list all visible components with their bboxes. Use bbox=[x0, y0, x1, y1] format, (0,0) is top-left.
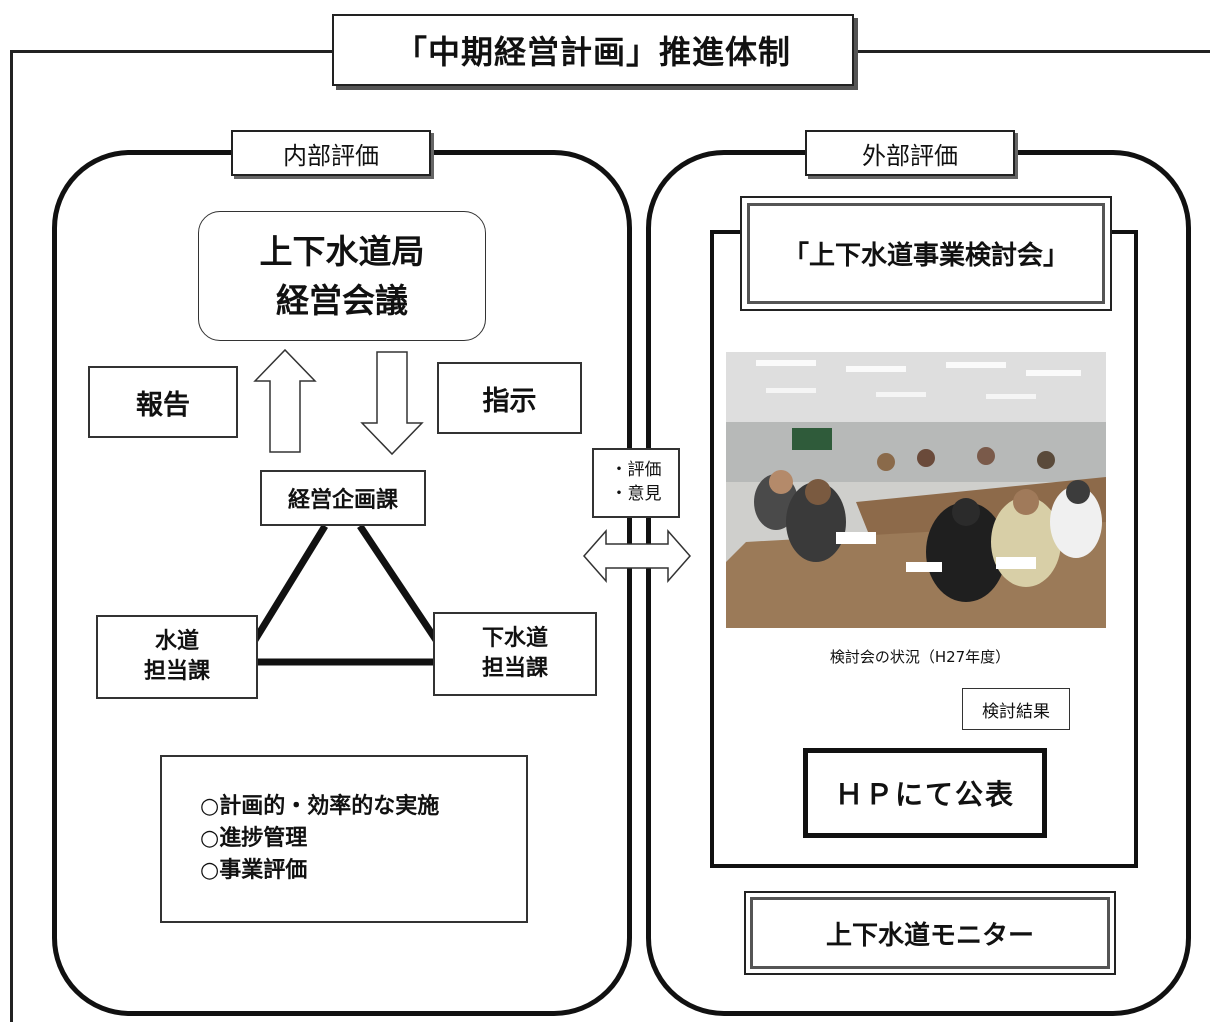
review-board-box: 「上下水道事業検討会」 bbox=[740, 196, 1112, 311]
report-box: 報告 bbox=[88, 366, 238, 438]
policy-item: ○事業評価 bbox=[200, 857, 308, 883]
publish-on-website-box: ＨＰにて公表 bbox=[803, 748, 1047, 838]
instruction-down-arrow bbox=[360, 351, 424, 456]
sewer-line2: 担当課 bbox=[481, 656, 548, 681]
sewer-line1: 下水道 bbox=[481, 626, 548, 652]
instruction-label: 指示 bbox=[482, 385, 537, 417]
management-council-box: 上下水道局 経営会議 bbox=[198, 211, 486, 341]
meeting-photo bbox=[726, 352, 1106, 628]
triangle-edge-left bbox=[252, 524, 328, 642]
diagram-title-text: 「中期経営計画」推進体制 bbox=[394, 33, 791, 71]
exchange-item: ・評価 bbox=[610, 460, 662, 481]
review-board-label: 「上下水道事業検討会」 bbox=[782, 241, 1069, 271]
internal-evaluation-label: 内部評価 bbox=[283, 141, 379, 170]
water-monitor-box: 上下水道モニター bbox=[744, 891, 1116, 975]
external-evaluation-tag: 外部評価 bbox=[805, 130, 1015, 176]
review-result-label: 検討結果 bbox=[982, 701, 1050, 722]
evaluation-double-arrow bbox=[583, 529, 691, 583]
policy-item: ○進捗管理 bbox=[200, 826, 308, 852]
sewer-section-box: 下水道 担当課 bbox=[433, 612, 597, 696]
report-up-arrow bbox=[253, 348, 317, 453]
diagram-title: 「中期経営計画」推進体制 bbox=[332, 14, 854, 86]
external-evaluation-label: 外部評価 bbox=[862, 141, 958, 170]
publish-label: ＨＰにて公表 bbox=[834, 778, 1015, 811]
internal-evaluation-tag: 内部評価 bbox=[231, 130, 431, 176]
evaluation-opinion-box: ・評価 ・意見 bbox=[592, 448, 680, 518]
instruction-box: 指示 bbox=[437, 362, 582, 434]
water-line2: 担当課 bbox=[143, 659, 210, 684]
exchange-item: ・意見 bbox=[610, 484, 662, 504]
council-line2: 経営会議 bbox=[276, 281, 408, 320]
review-result-tag: 検討結果 bbox=[962, 688, 1070, 730]
planning-section-box: 経営企画課 bbox=[260, 470, 426, 526]
meeting-photo-illustration bbox=[726, 352, 1106, 628]
triangle-edge-right bbox=[357, 524, 439, 642]
report-label: 報告 bbox=[136, 389, 190, 421]
planning-section-label: 経営企画課 bbox=[287, 488, 398, 513]
photo-caption: 検討会の状況（H27年度） bbox=[829, 648, 1011, 666]
council-line1: 上下水道局 bbox=[259, 231, 425, 271]
policy-box: ○計画的・効率的な実施 ○進捗管理 ○事業評価 bbox=[160, 755, 528, 923]
water-section-box: 水道 担当課 bbox=[96, 615, 258, 699]
monitor-label: 上下水道モニター bbox=[825, 920, 1034, 951]
water-line1: 水道 bbox=[154, 629, 199, 655]
policy-item: ○計画的・効率的な実施 bbox=[200, 794, 440, 820]
